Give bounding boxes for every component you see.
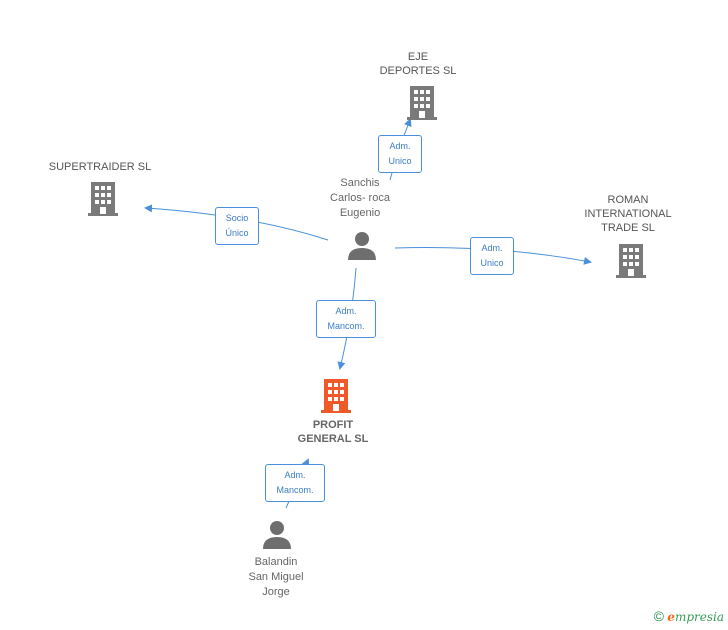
building-icon[interactable] [406, 84, 438, 120]
building-icon[interactable] [87, 180, 119, 216]
person-icon[interactable] [261, 519, 293, 551]
edge-label-sanchis-profit: Adm. Mancom. [316, 300, 376, 338]
footer-brand[interactable]: © empresia [654, 608, 724, 624]
person-icon[interactable] [346, 230, 378, 262]
node-label-sanchis[interactable]: Sanchis Carlos- roca Eugenio [330, 177, 390, 219]
node-label-roman[interactable]: ROMAN INTERNATIONAL TRADE SL [584, 194, 672, 234]
copyright-icon: © [653, 608, 664, 624]
node-label-balandin[interactable]: Balandin San Miguel Jorge [248, 556, 304, 598]
brand-logo: empresia [667, 610, 724, 624]
node-label-supertraider[interactable]: SUPERTRAIDER SL [48, 161, 152, 173]
edge-label-sanchis-eje: Adm. Unico [378, 135, 422, 173]
edge-label-sanchis-roman: Adm. Unico [470, 237, 514, 275]
edge-label-balandin-profit: Adm. Mancom. [265, 464, 325, 502]
node-label-profit[interactable]: PROFIT GENERAL SL [297, 419, 369, 445]
node-label-eje[interactable]: EJE DEPORTES SL [379, 51, 457, 77]
building-icon[interactable] [615, 242, 647, 278]
building-icon[interactable] [320, 377, 352, 413]
edge-label-sanchis-supertraider: Socio Único [215, 207, 259, 245]
